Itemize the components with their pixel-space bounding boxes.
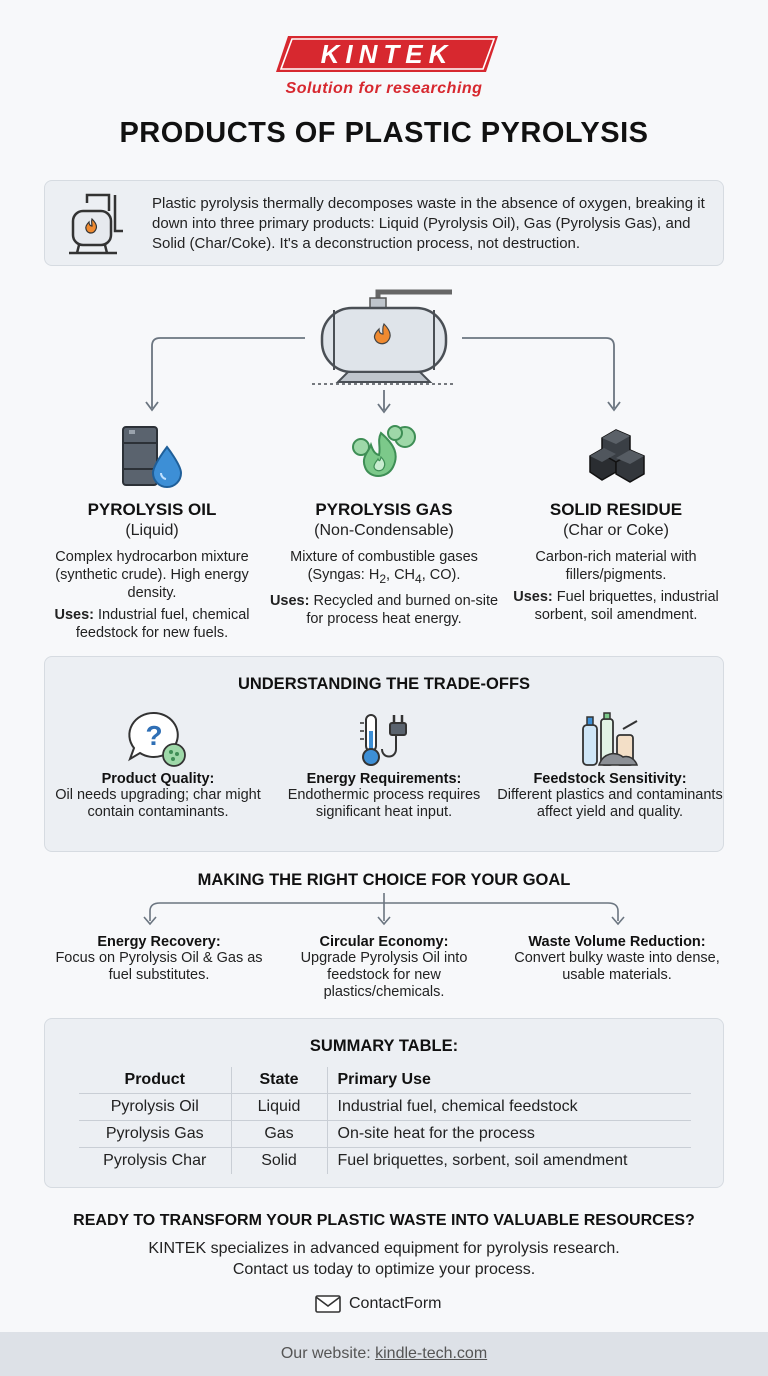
tradeoff-text: Different plastics and contaminants affe… <box>497 787 723 820</box>
brand-tagline: Solution for researching <box>285 80 483 97</box>
table-row: Pyrolysis Gas Gas On-site heat for the p… <box>79 1120 691 1148</box>
product-pyrolysis-oil: PYROLYSIS OIL (Liquid) Complex hydrocarb… <box>32 420 272 642</box>
product-subtitle: (Liquid) <box>125 522 179 539</box>
table-cell: Liquid <box>230 1093 328 1121</box>
intro-text: Plastic pyrolysis thermally decomposes w… <box>152 195 705 252</box>
footer-label: Our website: <box>280 1345 371 1362</box>
product-pyrolysis-gas: PYROLYSIS GAS (Non-Condensable) Mixture … <box>264 420 504 628</box>
tradeoff-title: Energy Requirements: <box>306 771 462 787</box>
cta-title: READY TO TRANSFORM YOUR PLASTIC WASTE IN… <box>73 1212 695 1229</box>
intro-box: Plastic pyrolysis thermally decomposes w… <box>44 180 724 266</box>
column-header: State <box>230 1067 328 1094</box>
pyrolysis-flow-diagram <box>145 289 621 414</box>
table-cell: Solid <box>230 1147 328 1174</box>
summary-table: Product State Primary Use Pyrolysis Oil … <box>79 1067 691 1174</box>
cta-text: KINTEK specializes in advanced equipment… <box>0 1238 768 1280</box>
contact-form-link[interactable]: ContactForm <box>315 1293 441 1315</box>
column-header: Product <box>79 1067 231 1094</box>
table-cell: On-site heat for the process <box>327 1120 691 1148</box>
choice-item-title: Energy Recovery: <box>97 934 221 950</box>
choice-item-text: Upgrade Pyrolysis Oil into feedstock for… <box>300 950 468 1000</box>
gas-cloud-icon <box>352 425 416 477</box>
cta-line-1: KINTEK specializes in advanced equipment… <box>148 1240 620 1257</box>
plastic-bottles-icon <box>582 712 639 766</box>
table-cell: Pyrolysis Gas <box>79 1120 231 1148</box>
tradeoff-title: Feedstock Sensitivity: <box>533 771 687 787</box>
thermometer-plug-icon <box>360 714 407 766</box>
tradeoff-energy-requirements: Energy Requirements: Endothermic process… <box>271 707 497 821</box>
product-uses: Uses: Fuel briquettes, industrial sorben… <box>513 589 719 623</box>
choice-item-text: Focus on Pyrolysis Oil & Gas as fuel sub… <box>55 950 263 983</box>
choice-title: MAKING THE RIGHT CHOICE FOR YOUR GOAL <box>197 871 571 889</box>
page-title: PRODUCTS OF PLASTIC PYROLYSIS <box>119 117 649 149</box>
brand-header: KINTEK Solution for researching <box>0 36 768 102</box>
table-row: Pyrolysis Char Solid Fuel briquettes, so… <box>79 1147 691 1174</box>
table-row: Pyrolysis Oil Liquid Industrial fuel, ch… <box>79 1093 691 1121</box>
question-bubble-icon: ? <box>128 711 186 767</box>
summary-title: SUMMARY TABLE: <box>309 1037 459 1055</box>
choice-circular-economy: Circular Economy: Upgrade Pyrolysis Oil … <box>269 934 499 1001</box>
tradeoff-feedstock-sensitivity: Feedstock Sensitivity: Different plastic… <box>497 707 723 821</box>
tradeoffs-title: UNDERSTANDING THE TRADE-OFFS <box>237 675 531 693</box>
choice-item-text: Convert bulky waste into dense, usable m… <box>514 950 720 983</box>
cta-line-2: Contact us today to optimize your proces… <box>232 1261 536 1278</box>
product-subtitle: (Non-Condensable) <box>314 522 454 539</box>
product-description: Complex hydrocarbon mixture (synthetic c… <box>55 549 249 601</box>
tradeoff-product-quality: ? Product Quality: Oil needs upgrading; … <box>45 707 271 821</box>
product-title: SOLID RESIDUE <box>549 500 683 519</box>
envelope-icon <box>315 1295 341 1313</box>
column-header: Primary Use <box>327 1067 691 1094</box>
tradeoff-text: Endothermic process requires significant… <box>287 787 481 820</box>
choice-energy-recovery: Energy Recovery: Focus on Pyrolysis Oil … <box>44 934 274 984</box>
product-subtitle: (Char or Coke) <box>563 522 669 539</box>
svg-text:?: ? <box>145 720 162 751</box>
table-cell: Pyrolysis Char <box>103 1151 207 1169</box>
contact-form-label[interactable]: ContactForm <box>349 1295 442 1312</box>
table-cell: Gas <box>230 1120 328 1148</box>
tradeoff-title: Product Quality: <box>101 771 215 787</box>
footer: Our website: kindle-tech.com <box>0 1332 768 1376</box>
table-cell: Industrial fuel, chemical feedstock <box>327 1093 691 1121</box>
tradeoffs-section: UNDERSTANDING THE TRADE-OFFS ? Product Q… <box>44 656 724 852</box>
product-title: PYROLYSIS GAS <box>315 500 453 519</box>
product-title: PYROLYSIS OIL <box>87 500 217 519</box>
choice-connector-lines <box>143 893 625 926</box>
product-uses: Uses: Industrial fuel, chemical feedstoc… <box>54 607 250 641</box>
product-solid-residue: SOLID RESIDUE (Char or Coke) Carbon-rich… <box>496 420 736 624</box>
tradeoff-text: Oil needs upgrading; char might contain … <box>55 787 261 820</box>
product-uses: Uses: Recycled and burned on-site for pr… <box>269 592 499 627</box>
kintek-logo[interactable]: KINTEK <box>276 36 498 72</box>
website-link[interactable]: kindle-tech.com <box>375 1345 488 1362</box>
choice-item-title: Waste Volume Reduction: <box>528 934 706 950</box>
reactor-tank-icon <box>312 289 456 385</box>
choice-item-title: Circular Economy: <box>319 934 449 950</box>
product-description: Mixture of combustible gases (Syngas: H2… <box>290 549 478 586</box>
product-description: Carbon-rich material with fillers/pigmen… <box>535 549 697 583</box>
svg-text:KINTEK: KINTEK <box>321 39 454 69</box>
table-cell: Pyrolysis Oil <box>79 1093 231 1121</box>
table-cell: Fuel briquettes, sorbent, soil amendment <box>337 1151 628 1169</box>
summary-section: SUMMARY TABLE: Product State Primary Use… <box>44 1018 724 1188</box>
choice-waste-volume-reduction: Waste Volume Reduction: Convert bulky wa… <box>502 934 732 984</box>
reactor-icon <box>69 193 123 255</box>
table-header-row: Product State Primary Use <box>79 1067 691 1094</box>
char-coal-icon <box>589 429 645 483</box>
oil-barrel-icon <box>122 426 183 488</box>
